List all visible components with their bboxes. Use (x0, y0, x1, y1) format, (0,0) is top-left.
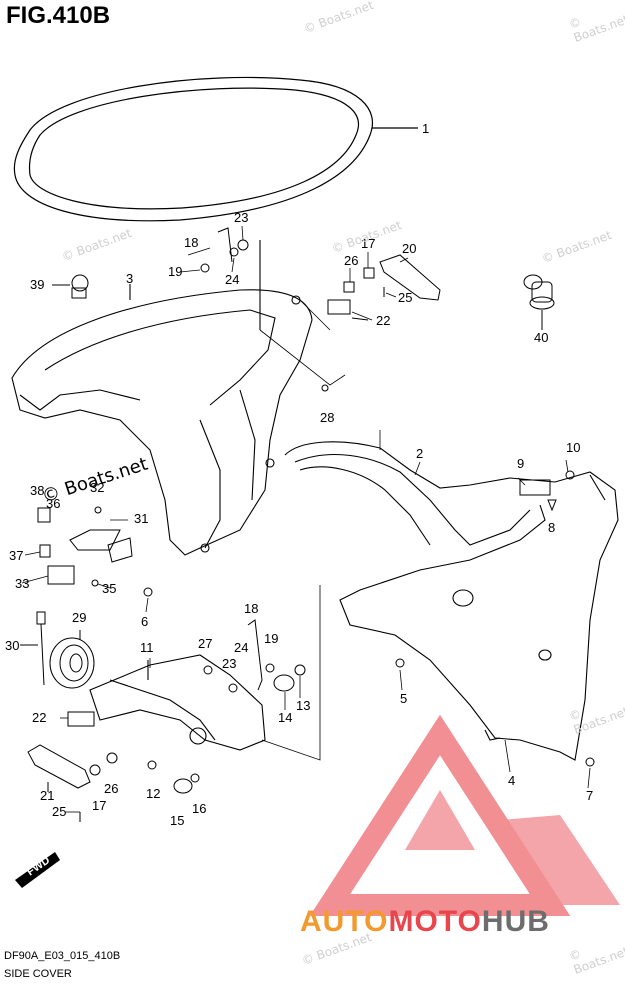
callout-16: 16 (192, 801, 206, 816)
part-39-clip (52, 274, 89, 299)
callout-22b: 22 (32, 710, 46, 725)
callout-24a: 24 (225, 272, 239, 287)
callout-13: 13 (296, 698, 310, 713)
callout-4: 4 (508, 773, 515, 788)
brand-logo-triangle (309, 714, 620, 916)
callout-37: 37 (9, 548, 23, 563)
callout-7: 7 (586, 788, 593, 803)
callout-numbers: 1 2 3 4 5 6 7 8 9 10 11 12 13 14 15 16 1… (5, 121, 593, 828)
part-30-strap (20, 611, 46, 686)
part-11-bracket (89, 654, 266, 751)
part-40-plug (523, 274, 555, 330)
figure-code: DF90A_E03_015_410B (4, 950, 121, 962)
callout-17b: 17 (92, 798, 106, 813)
callout-36: 36 (46, 496, 60, 511)
callout-1: 1 (422, 121, 429, 136)
figure-caption: SIDE COVER (4, 968, 72, 980)
callout-21: 21 (40, 788, 54, 803)
part-3-side-cover-left (11, 240, 313, 556)
reference-lines (259, 299, 381, 761)
callout-26a: 26 (344, 253, 358, 268)
callout-8: 8 (548, 520, 555, 535)
brand-hub: HUB (481, 905, 550, 938)
callout-25b: 25 (52, 804, 66, 819)
callout-12: 12 (146, 786, 160, 801)
callout-11: 11 (140, 640, 154, 655)
part-29-grommet (49, 630, 95, 689)
callout-30: 30 (5, 638, 19, 653)
part-20-latch (327, 254, 441, 321)
brand-auto: AUTO (300, 905, 389, 938)
part-21-trim (27, 744, 91, 792)
callout-32: 32 (90, 480, 104, 495)
callout-27: 27 (198, 636, 212, 651)
callout-23b: 23 (222, 656, 236, 671)
figure-title: FIG.410B (6, 2, 111, 29)
callout-14: 14 (278, 710, 292, 725)
callout-38: 38 (30, 483, 44, 498)
callout-22a: 22 (376, 313, 390, 328)
callout-6: 6 (141, 614, 148, 629)
callout-23a: 23 (234, 210, 248, 225)
brand-wordmark: AUTOMOTOHUB (300, 905, 550, 939)
callout-17a: 17 (361, 236, 375, 251)
part-1-seal (13, 76, 418, 222)
callout-40: 40 (534, 330, 548, 345)
callout-19a: 19 (168, 264, 182, 279)
callout-33: 33 (15, 576, 29, 591)
hardware-group (37, 227, 595, 822)
callout-18a: 18 (184, 235, 198, 250)
brand-moto: MOTO (388, 905, 482, 938)
callout-31: 31 (134, 511, 148, 526)
callout-15: 15 (170, 813, 184, 828)
callout-25a: 25 (398, 290, 412, 305)
callout-28: 28 (320, 410, 334, 425)
fwd-badge: FWD (15, 852, 60, 888)
callout-24b: 24 (234, 640, 248, 655)
callout-29: 29 (72, 610, 86, 625)
leader-lines (21, 225, 591, 813)
callout-20: 20 (402, 241, 416, 256)
callout-9: 9 (517, 456, 524, 471)
callout-5: 5 (400, 691, 407, 706)
callout-10: 10 (566, 440, 580, 455)
callout-26b: 26 (104, 781, 118, 796)
callout-3: 3 (126, 271, 133, 286)
callout-39: 39 (30, 277, 44, 292)
part-4-side-cover-right (284, 441, 619, 761)
callout-2: 2 (416, 446, 423, 461)
callout-18b: 18 (244, 601, 258, 616)
callout-35: 35 (102, 581, 116, 596)
callout-19b: 19 (264, 631, 278, 646)
